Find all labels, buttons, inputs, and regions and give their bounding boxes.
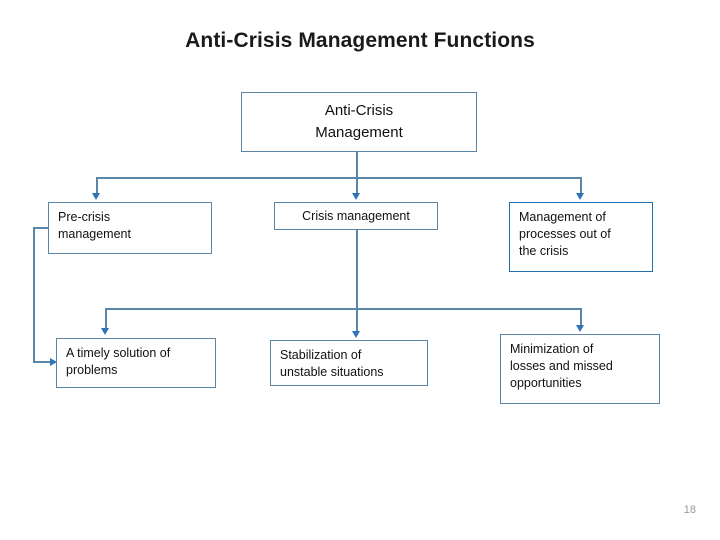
arrowhead-to-crisis	[352, 193, 360, 200]
arrowhead-to-timely-solution-top	[101, 328, 109, 335]
arrowhead-to-out-of-crisis	[576, 193, 584, 200]
connector-level2-drop-left	[105, 308, 107, 329]
connector-precrisis-to-timely	[33, 361, 52, 363]
connector-level2-bar	[105, 308, 582, 310]
connector-precrisis-left-stub	[33, 227, 49, 229]
arrowhead-to-minimization	[576, 325, 584, 332]
page-title: Anti-Crisis Management Functions	[185, 29, 535, 52]
diagram-node-stabilization[interactable]: Stabilization of unstable situations	[270, 340, 428, 386]
connector-level2-drop-right	[580, 308, 582, 329]
diagram-node-root-label: Anti-Crisis Management	[315, 102, 403, 141]
arrowhead-to-stabilization	[352, 331, 360, 338]
connector-root-stem	[356, 152, 358, 178]
connector-crisis-to-stabilization	[356, 230, 358, 333]
diagram-node-minimization-label: Minimization of losses and missed opport…	[510, 342, 613, 390]
connector-precrisis-vertical	[33, 227, 35, 363]
page-number: 18	[683, 504, 696, 516]
connector-level1-drop-center	[356, 177, 358, 194]
diagram-node-stabilization-label: Stabilization of unstable situations	[280, 348, 384, 379]
diagram-node-timely-solution-label: A timely solution of problems	[66, 346, 171, 377]
connector-level1-drop-left	[96, 177, 98, 194]
diagram-node-root[interactable]: Anti-Crisis Management	[241, 92, 477, 152]
diagram-node-minimization[interactable]: Minimization of losses and missed opport…	[500, 334, 660, 404]
arrowhead-to-timely-solution-left	[50, 358, 57, 366]
arrowhead-to-pre-crisis	[92, 193, 100, 200]
diagram-node-out-of-crisis-label: Management of processes out of the crisi…	[519, 210, 611, 258]
diagram-node-crisis-label: Crisis management	[302, 208, 410, 223]
diagram-node-pre-crisis[interactable]: Pre-crisis management	[48, 202, 212, 254]
diagram-node-out-of-crisis[interactable]: Management of processes out of the crisi…	[509, 202, 653, 272]
connector-level1-drop-right	[580, 177, 582, 194]
diagram-node-pre-crisis-label: Pre-crisis management	[58, 210, 131, 241]
diagram-node-crisis[interactable]: Crisis management	[274, 202, 438, 230]
diagram-node-timely-solution[interactable]: A timely solution of problems	[56, 338, 216, 388]
connector-level1-bar	[96, 177, 581, 179]
